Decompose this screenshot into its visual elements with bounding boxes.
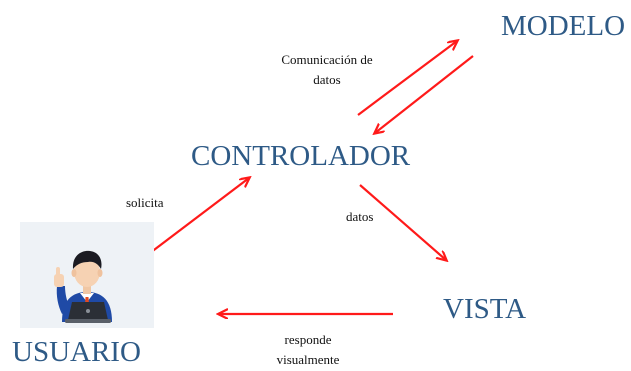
label-responde-line-2: visualmente bbox=[276, 352, 340, 367]
label-comunicacion-line-2: datos bbox=[313, 72, 341, 87]
arrow-modelo-to-controlador bbox=[375, 55, 474, 133]
node-vista: VISTA bbox=[443, 293, 527, 325]
label-solicita: solicita bbox=[126, 195, 164, 210]
arrow-usuario-to-controlador bbox=[145, 178, 249, 257]
label-responde-visualmente: responde visualmente bbox=[248, 330, 368, 370]
arrow-controlador-to-vista bbox=[359, 184, 446, 260]
node-controlador: CONTROLADOR bbox=[191, 140, 411, 172]
label-comunicacion-line-1: Comunicación de bbox=[281, 52, 373, 67]
arrow-controlador-to-modelo bbox=[357, 41, 457, 116]
label-datos: datos bbox=[346, 209, 374, 224]
label-responde-line-1: responde bbox=[284, 332, 332, 347]
node-usuario: USUARIO bbox=[12, 336, 141, 368]
user-at-laptop-icon bbox=[20, 222, 154, 328]
label-comunicacion-de-datos: Comunicación de datos bbox=[262, 50, 392, 90]
node-modelo: MODELO bbox=[501, 10, 626, 42]
